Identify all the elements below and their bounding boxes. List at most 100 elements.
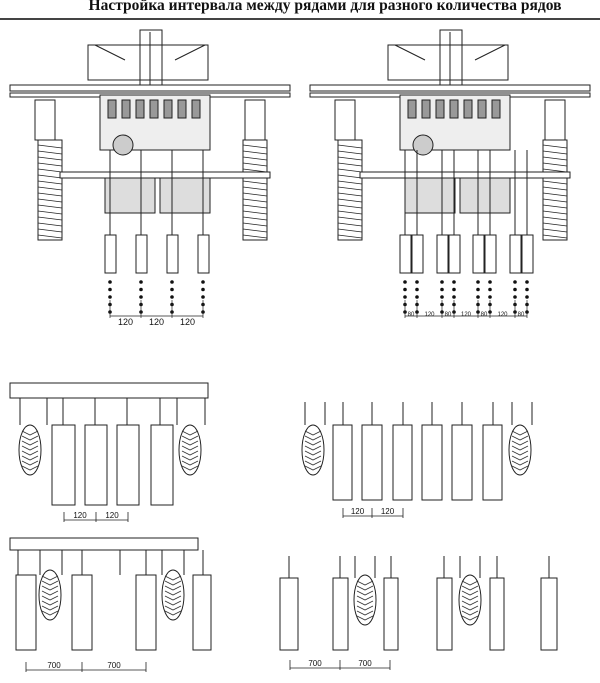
- tread-mark: [356, 580, 374, 586]
- gear-block: [449, 99, 459, 119]
- tread-mark: [304, 435, 322, 441]
- tread-mark: [542, 204, 568, 209]
- tread-mark: [37, 228, 63, 233]
- tread-mark: [461, 615, 479, 621]
- seed-unit: [399, 234, 412, 274]
- spacing-label: 120: [381, 507, 395, 516]
- tread-mark: [542, 198, 568, 203]
- tread-mark: [181, 455, 199, 461]
- tread-mark: [304, 450, 322, 456]
- seed-dot: [139, 295, 143, 299]
- seed-unit: [489, 577, 505, 651]
- tread-mark: [304, 455, 322, 461]
- line: [94, 44, 126, 61]
- tread-mark: [461, 585, 479, 591]
- gear-block: [407, 99, 417, 119]
- tread-mark: [242, 216, 268, 221]
- seed-unit: [521, 234, 534, 274]
- seed-unit: [116, 424, 140, 506]
- gear-block: [491, 99, 501, 119]
- tread-mark: [511, 465, 529, 471]
- tread-mark: [356, 590, 374, 596]
- seed-unit: [451, 424, 473, 501]
- seed-dot: [488, 287, 492, 292]
- seed-dot: [139, 287, 143, 292]
- tread-mark: [304, 460, 322, 466]
- tread-mark: [37, 216, 63, 221]
- seed-dot: [440, 287, 444, 292]
- spacing-label: 120: [149, 317, 164, 327]
- tread-mark: [242, 198, 268, 203]
- drive-sprocket: [412, 134, 434, 156]
- seed-unit: [150, 424, 174, 506]
- toolbar-frame: [9, 537, 199, 551]
- seed-dot: [452, 280, 456, 284]
- tread-mark: [37, 168, 63, 173]
- tractor-wheel: [37, 139, 63, 241]
- spacing-label: 80: [481, 312, 488, 318]
- tread-mark: [21, 430, 39, 436]
- seed-unit: [509, 234, 522, 274]
- tread-mark: [242, 150, 268, 155]
- toolbar-frame: [309, 84, 591, 92]
- tread-mark: [337, 198, 363, 203]
- seed-unit: [436, 234, 449, 274]
- tread-mark: [337, 174, 363, 179]
- tread-mark: [542, 228, 568, 233]
- tread-mark: [164, 585, 182, 591]
- tread-mark: [41, 595, 59, 601]
- drive-sprocket: [112, 134, 134, 156]
- seed-hopper: [104, 177, 156, 214]
- tread-mark: [356, 610, 374, 616]
- tread-mark: [356, 615, 374, 621]
- seed-dot: [452, 295, 456, 299]
- seed-unit: [361, 424, 383, 501]
- tread-mark: [337, 186, 363, 191]
- tread-mark: [181, 445, 199, 451]
- seed-dot: [403, 287, 407, 292]
- seed-dot: [108, 280, 112, 284]
- tread-mark: [337, 156, 363, 161]
- tread-mark: [511, 450, 529, 456]
- tread-mark: [41, 610, 59, 616]
- seed-dot: [488, 280, 492, 284]
- gear-block: [163, 99, 173, 119]
- tread-mark: [181, 440, 199, 446]
- tread-mark: [461, 580, 479, 586]
- tread-mark: [511, 440, 529, 446]
- tread-mark: [37, 234, 63, 239]
- tread-mark: [37, 210, 63, 215]
- tread-mark: [41, 590, 59, 596]
- seed-dot: [513, 280, 517, 284]
- tread-mark: [37, 162, 63, 167]
- spacing-label: 120: [180, 317, 195, 327]
- tread-mark: [41, 575, 59, 581]
- seed-dot: [513, 287, 517, 292]
- tread-mark: [242, 210, 268, 215]
- fender: [544, 99, 566, 141]
- seed-dot: [415, 295, 419, 299]
- tread-mark: [41, 600, 59, 606]
- tread-mark: [164, 575, 182, 581]
- tread-mark: [461, 595, 479, 601]
- spacing-label: 120: [497, 312, 508, 318]
- seed-unit: [332, 577, 349, 651]
- tread-mark: [542, 180, 568, 185]
- seed-unit: [482, 424, 503, 501]
- seed-dot: [139, 280, 143, 284]
- spacing-label: 700: [358, 659, 372, 668]
- seed-dot: [108, 295, 112, 299]
- gear-block: [121, 99, 131, 119]
- tread-mark: [242, 228, 268, 233]
- spacing-label: 700: [107, 661, 121, 670]
- tread-mark: [164, 605, 182, 611]
- seed-unit: [197, 234, 210, 274]
- seed-unit: [51, 424, 76, 506]
- tread-mark: [542, 210, 568, 215]
- seed-dot: [415, 287, 419, 292]
- tread-mark: [242, 234, 268, 239]
- spacing-label: 80: [518, 312, 525, 318]
- tread-mark: [337, 192, 363, 197]
- tread-mark: [337, 180, 363, 185]
